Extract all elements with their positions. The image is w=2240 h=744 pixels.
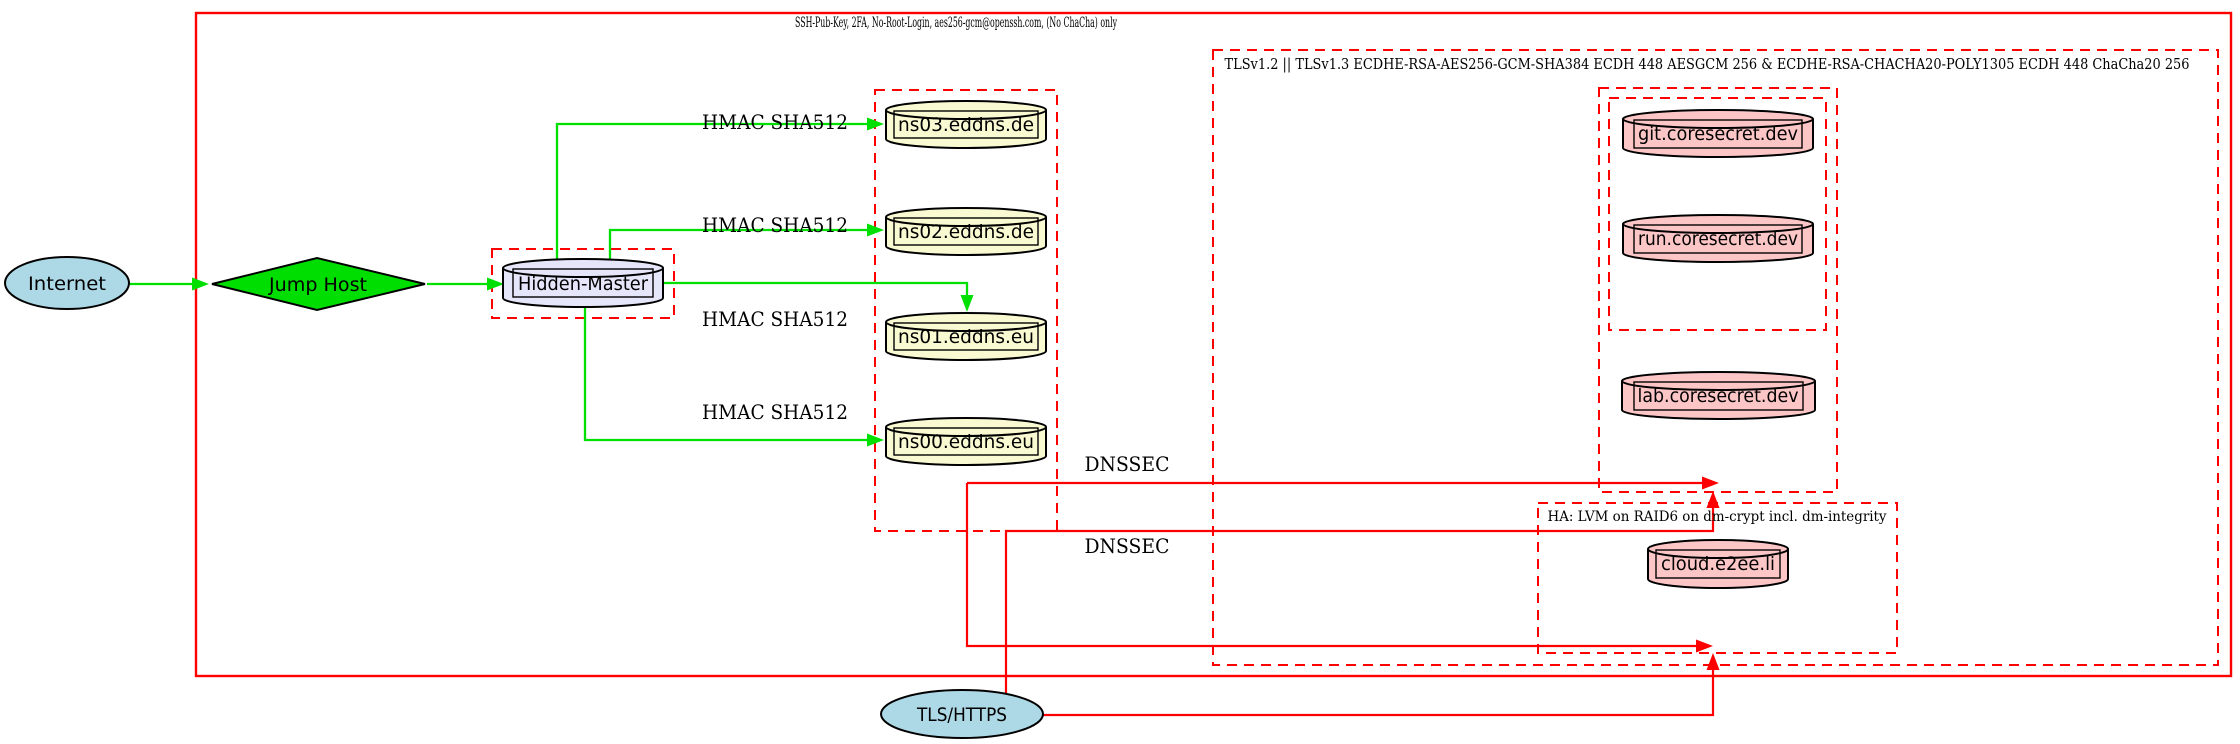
edge-label-dnssec-1: DNSSEC [1085,452,1170,476]
edge-hiddenmaster-ns00 [583,306,868,442]
git-label-box [1633,119,1803,149]
edge-label-hmac-ns03: HMAC SHA512 [702,110,848,134]
arrowhead-hiddenmaster-ns03 [867,117,884,131]
arrowhead-hiddenmaster-ns02 [867,223,884,237]
jump-host-node [211,256,426,312]
arrowhead-internet-jumphost [192,277,209,291]
lab-label-box [1633,381,1804,411]
ns02-label-box [893,217,1039,246]
run-node-rim [1622,223,1814,234]
arrowhead-dnssec-upper [1702,476,1719,490]
git-node-rim [1622,118,1814,129]
ha-cluster-label: HA: LVM on RAID6 on dm-crypt incl. dm-in… [1548,509,1887,525]
lab-node-rim [1621,380,1816,391]
ns03-label: ns03.eddns.de [898,114,1034,136]
ns01-label: ns01.eddns.eu [898,326,1034,348]
lab-label: lab.coresecret.dev [1638,385,1799,407]
tls-cluster-box [1212,49,2219,666]
arrowhead-hiddenmaster-ns00 [867,433,884,447]
ns02-label: ns02.eddns.de [898,221,1034,243]
ssh-cluster-box [194,11,2233,678]
ns01-label-box [893,322,1039,351]
edge-dnssec-lower [965,483,1697,648]
ns03-label-box [893,110,1039,139]
ns02-node [885,207,1047,256]
internet-node [4,256,130,310]
arrowhead-jumphost-hiddenmaster [487,277,504,291]
ssh-cluster-label: SSH-Pub-Key, 2FA, No-Root-Login, aes256-… [795,15,1117,31]
git-label: git.coresecret.dev [1638,123,1798,145]
edge-hiddenmaster-ns01 [663,281,969,296]
arrowhead-dnssec-lower [1696,639,1713,653]
run-label-box [1633,224,1803,254]
edge-label-dnssec-2: DNSSEC [1085,534,1170,558]
run-node [1622,214,1814,263]
coresecret-inner-cluster-box [1608,97,1827,331]
arrowhead-tlshttps-ha [1706,653,1720,670]
edge-hiddenmaster-ns03 [555,122,868,261]
hidden-master-label: Hidden-Master [518,273,648,295]
cloud-label: cloud.e2ee.li [1661,553,1775,575]
git-node [1622,109,1814,158]
edge-label-hmac-ns02: HMAC SHA512 [702,213,848,237]
tls-https-node [880,689,1044,739]
edge-hiddenmaster-ns02 [608,228,868,261]
edge-tlshttps-ha [1043,669,1715,717]
run-label: run.coresecret.dev [1638,228,1798,250]
ns00-label: ns00.eddns.eu [898,431,1034,453]
hidden-master-node-rim [502,267,664,278]
jump-host-label: Jump Host [268,274,367,296]
tls-https-label: TLS/HTTPS [916,704,1007,726]
coresecret-cluster-box [1598,87,1838,493]
cloud-label-box [1655,549,1781,579]
edge-label-hmac-ns01: HMAC SHA512 [702,307,848,331]
tls-cluster-label: TLSv1.2 || TLSv1.3 ECDHE-RSA-AES256-GCM-… [1225,55,2190,73]
hidden-master-node [502,258,664,308]
arrowhead-hiddenmaster-ns01 [960,295,974,312]
hidden-master-label-box [512,268,654,298]
edge-label-hmac-ns00: HMAC SHA512 [702,400,848,424]
arrowhead-tlshttps-coresecret [1706,491,1720,508]
ns01-node [885,312,1047,361]
lab-node [1621,371,1816,420]
ns03-node [885,100,1047,149]
ns00-label-box [893,427,1039,456]
cloud-node-rim [1647,548,1789,559]
internet-label: Internet [28,273,106,295]
cloud-node [1647,539,1789,589]
edge-tlshttps-coresecret [1004,507,1715,693]
ns00-node [885,417,1047,466]
